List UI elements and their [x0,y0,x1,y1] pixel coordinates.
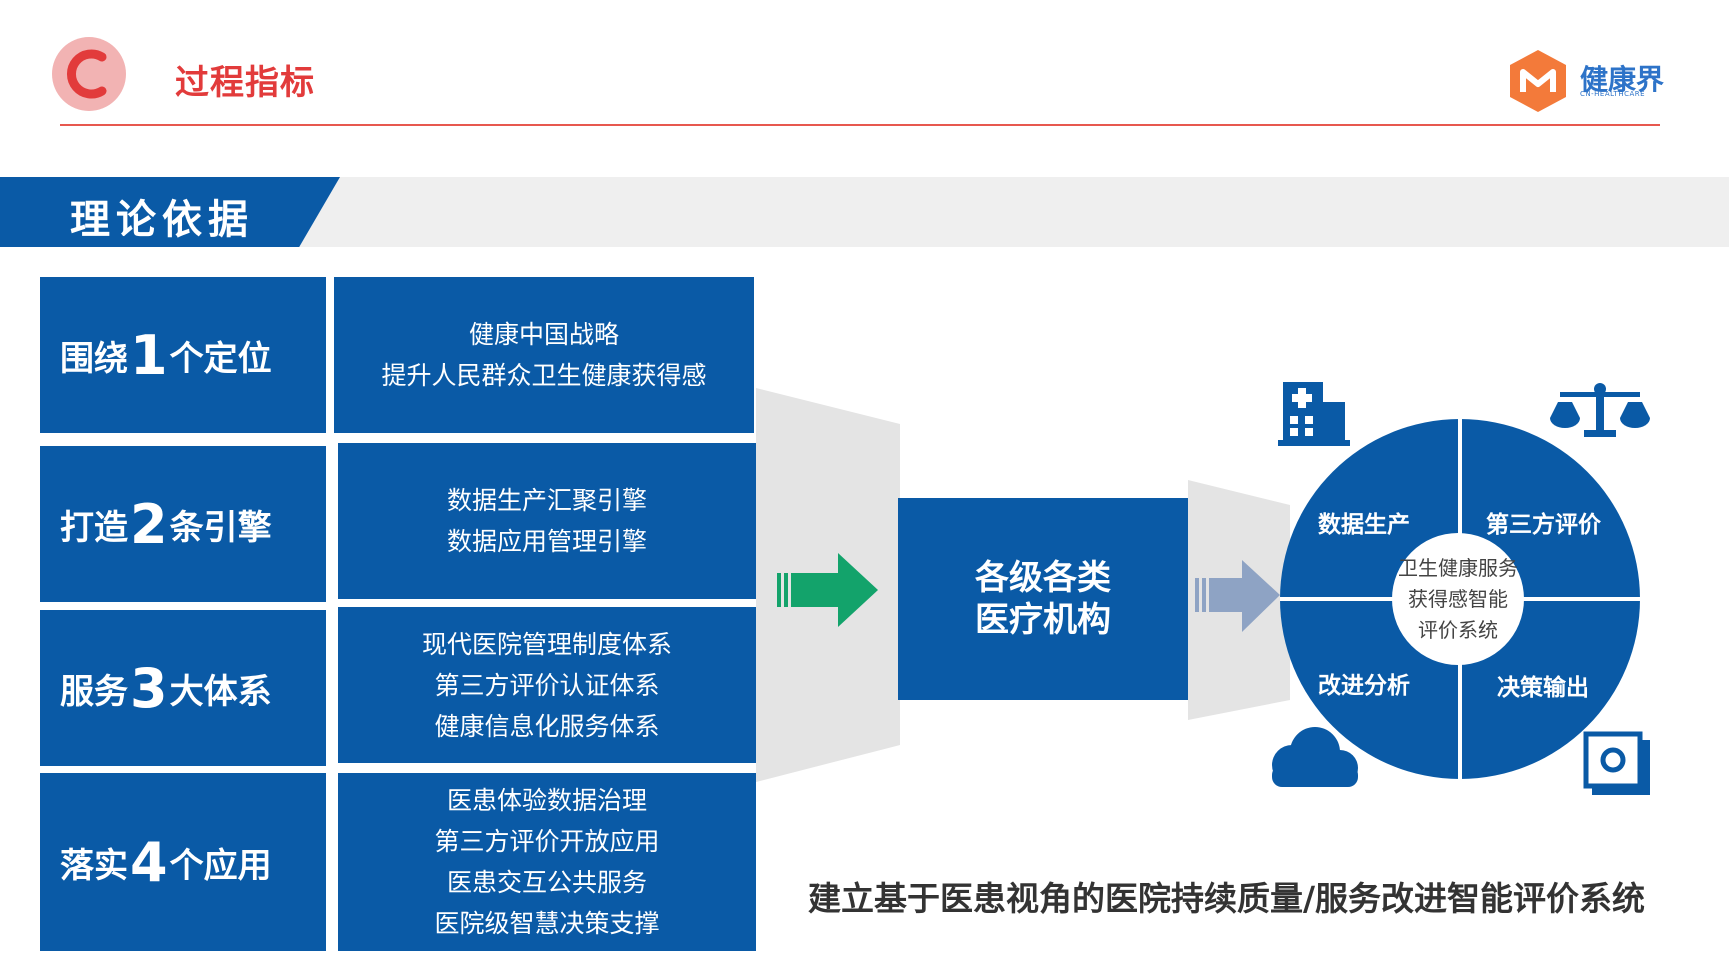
row-4-details: 医患体验数据治理 第三方评价开放应用 医患交互公共服务 医院级智慧决策支撑 [338,773,756,951]
brand-name: 健康界 [1580,63,1665,96]
hub-line: 卫生健康服务 [1398,556,1518,580]
row-1-line: 提升人民群众卫生健康获得感 [381,361,707,390]
center-line: 各级各类 [975,558,1111,598]
hub-line: 获得感智能 [1408,587,1508,611]
evaluation-wheel [1280,419,1640,779]
row-2-line: 数据应用管理引擎 [446,527,647,556]
green-arrow-icon [777,553,878,627]
wheel-hub-label: 卫生健康服务 获得感智能 评价系统 [1388,553,1528,646]
quadrant-decision-output: 决策输出 [1497,675,1589,701]
row-4-line: 第三方评价开放应用 [434,827,660,856]
scales-icon [1550,383,1650,437]
header-divider [60,124,1660,126]
quadrant-data-production: 数据生产 [1318,512,1410,538]
row-4-line: 医患体验数据治理 [446,786,647,815]
hospital-icon [1278,382,1350,446]
row-3-line: 健康信息化服务体系 [434,711,660,741]
cloud-icon [1272,727,1358,787]
hub-line: 评价系统 [1418,618,1498,642]
brand-subtitle: CN-HEALTHCARE [1580,90,1646,98]
row-4-line: 医患交互公共服务 [446,868,647,897]
gray-arrow-icon [1195,560,1280,632]
quadrant-improvement-analysis: 改进分析 [1318,673,1410,699]
c-letter-icon [67,49,107,99]
section-tab [0,177,340,247]
center-line: 医疗机构 [975,600,1111,640]
quadrant-third-party-evaluation: 第三方评价 [1486,512,1601,538]
section-title: 理论依据 [70,197,254,243]
medical-institutions-box: 各级各类 医疗机构 [898,498,1188,700]
section-logo-icon [52,37,126,111]
monitor-icon [1583,731,1650,795]
row-3-details: 现代医院管理制度体系 第三方评价认证体系 健康信息化服务体系 [338,607,756,763]
row-3-line: 第三方评价认证体系 [434,670,660,700]
row-3-line: 现代医院管理制度体系 [421,629,672,659]
row-1-details: 健康中国战略 提升人民群众卫生健康获得感 [334,277,754,433]
brand-logo-icon [1505,48,1571,114]
row-2-details: 数据生产汇聚引擎 数据应用管理引擎 [338,443,756,599]
diagram-caption: 建立基于医患视角的医院持续质量/服务改进智能评价系统 [808,879,1646,918]
row-1-line: 健康中国战略 [468,320,619,349]
page-title: 过程指标 [175,63,315,103]
row-4-line: 医院级智慧决策支撑 [434,909,660,938]
row-2-line: 数据生产汇聚引擎 [446,486,647,515]
